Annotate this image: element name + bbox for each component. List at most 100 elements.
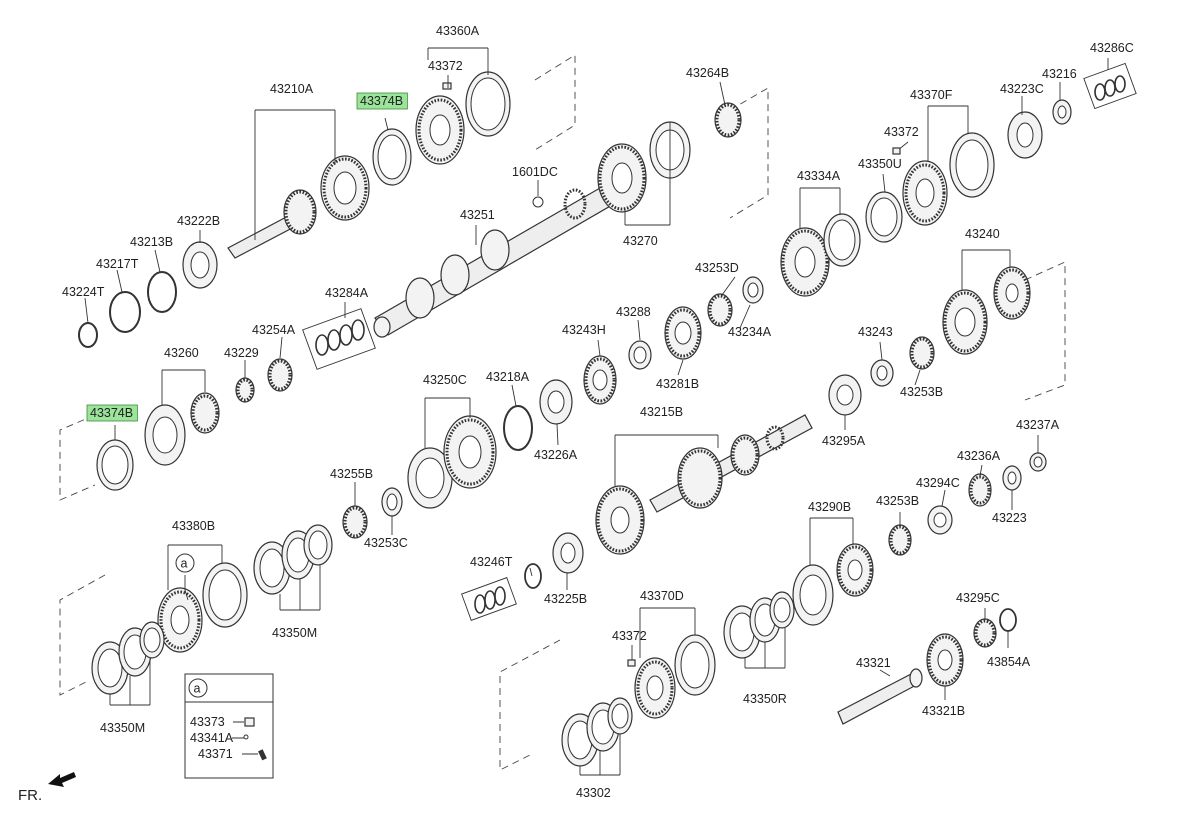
part-callout[interactable]: 43370F xyxy=(910,88,953,102)
bushing xyxy=(742,276,764,304)
part-callout[interactable]: 43288 xyxy=(616,305,651,319)
part-callout[interactable]: 43281B xyxy=(656,377,699,391)
guide-line xyxy=(729,87,769,219)
needle-bearing xyxy=(909,336,935,370)
key-icon xyxy=(244,717,255,727)
part-callout[interactable]: 43243 xyxy=(858,325,893,339)
part-callout[interactable]: 43321 xyxy=(856,656,891,670)
inset-marker-label: a xyxy=(194,682,201,696)
spring-rings xyxy=(315,319,365,356)
inset-box: a 43373 43341A 43371 xyxy=(184,673,274,779)
part-callout[interactable]: 43321B xyxy=(922,704,965,718)
part-callout[interactable]: 43854A xyxy=(987,655,1031,669)
part-callout[interactable]: 43290B xyxy=(808,500,851,514)
needle-bearing xyxy=(707,293,733,327)
part-callout[interactable]: 43254A xyxy=(252,323,296,337)
part-callout[interactable]: 43374B xyxy=(360,94,403,108)
leader-lines xyxy=(84,47,1109,776)
gear xyxy=(968,473,992,507)
plug xyxy=(532,196,544,208)
part-callout[interactable]: 43372 xyxy=(428,59,463,73)
part-callout[interactable]: 43286C xyxy=(1090,41,1134,55)
part-callout[interactable]: 43210A xyxy=(270,82,314,96)
part-callout[interactable]: 43253B xyxy=(900,385,943,399)
part-callout[interactable]: 43222B xyxy=(177,214,220,228)
gear xyxy=(926,633,964,687)
part-callout[interactable]: 43270 xyxy=(623,234,658,248)
bushing xyxy=(870,359,894,387)
part-callout[interactable]: 43302 xyxy=(576,786,611,800)
part-callout[interactable]: 43234A xyxy=(728,325,772,339)
part-callout[interactable]: 43374B xyxy=(90,406,133,420)
washer xyxy=(999,608,1017,632)
part-callout[interactable]: 43217T xyxy=(96,257,139,271)
part-callout[interactable]: 43284A xyxy=(325,286,369,300)
part-callout[interactable]: 43264B xyxy=(686,66,729,80)
part-callout[interactable]: 43334A xyxy=(797,169,841,183)
part-callout[interactable]: 43380B xyxy=(172,519,215,533)
part-callout[interactable]: 43246T xyxy=(470,555,513,569)
sleeve-hub xyxy=(634,634,716,719)
part-callout[interactable]: 43253B xyxy=(876,494,919,508)
gear-pair xyxy=(407,415,497,509)
part-callout[interactable]: 43372 xyxy=(884,125,919,139)
part-callout[interactable]: 43215B xyxy=(640,405,683,419)
part-callout[interactable]: 43250C xyxy=(423,373,467,387)
part-callout[interactable]: 43240 xyxy=(965,227,1000,241)
speedo-shaft xyxy=(837,668,923,725)
spring-box xyxy=(302,308,376,370)
ball-icon xyxy=(243,734,249,740)
part-callout[interactable]: 43223C xyxy=(1000,82,1044,96)
part-callout[interactable]: 43260 xyxy=(164,346,199,360)
part-callout[interactable]: 43237A xyxy=(1016,418,1060,432)
bushing xyxy=(1002,465,1022,491)
part-callout[interactable]: 43350M xyxy=(100,721,145,735)
needle-bearing xyxy=(714,102,742,138)
part-callout[interactable]: 43295A xyxy=(822,434,866,448)
part-callout[interactable]: 43213B xyxy=(130,235,173,249)
callout-marker xyxy=(175,553,195,573)
part-callout[interactable]: 43350U xyxy=(858,157,902,171)
part-callout[interactable]: 43372 xyxy=(612,629,647,643)
part-callout[interactable]: 43243H xyxy=(562,323,606,337)
part-callout[interactable]: 43218A xyxy=(486,370,530,384)
part-callout[interactable]: 43253C xyxy=(364,536,408,550)
bushing xyxy=(381,487,403,517)
callout-marker-label: a xyxy=(181,557,188,571)
part-callout[interactable]: 43229 xyxy=(224,346,259,360)
part-callout[interactable]: 43224T xyxy=(62,285,105,299)
guide-line xyxy=(59,414,96,501)
synchro-cone-set xyxy=(723,591,795,659)
part-callout[interactable]: 1601DC xyxy=(512,165,558,179)
input-shaft xyxy=(227,155,370,259)
part-callout[interactable]: 43251 xyxy=(460,208,495,222)
part-callout[interactable]: 43294C xyxy=(916,476,960,490)
front-indicator: FR. xyxy=(18,772,76,804)
part-callout[interactable]: 43350M xyxy=(272,626,317,640)
inset-item: 43373 xyxy=(190,715,225,729)
bushing xyxy=(927,505,953,535)
bearing xyxy=(1007,111,1043,159)
part-callout[interactable]: 43370D xyxy=(640,589,684,603)
counter-shaft xyxy=(595,414,813,555)
part-callout[interactable]: 43236A xyxy=(957,449,1001,463)
part-callout[interactable]: 43223 xyxy=(992,511,1027,525)
sleeve-hub xyxy=(415,71,511,165)
part-callout[interactable]: 43360A xyxy=(436,24,480,38)
part-callout[interactable]: 43255B xyxy=(330,467,373,481)
key-block xyxy=(892,147,901,155)
bearing xyxy=(828,374,862,416)
snap-ring xyxy=(503,405,533,451)
guide-line xyxy=(59,574,106,696)
part-callout[interactable]: 43350R xyxy=(743,692,787,706)
part-callout[interactable]: 43226A xyxy=(534,448,578,462)
bearing xyxy=(539,379,573,425)
gear-pair xyxy=(144,392,220,466)
part-callout[interactable]: 43253D xyxy=(695,261,739,275)
spring-rings xyxy=(1094,75,1126,101)
part-callout[interactable]: 43216 xyxy=(1042,67,1077,81)
highlight-box xyxy=(356,92,408,110)
part-callout[interactable]: 43225B xyxy=(544,592,587,606)
part-callout[interactable]: 43295C xyxy=(956,591,1000,605)
